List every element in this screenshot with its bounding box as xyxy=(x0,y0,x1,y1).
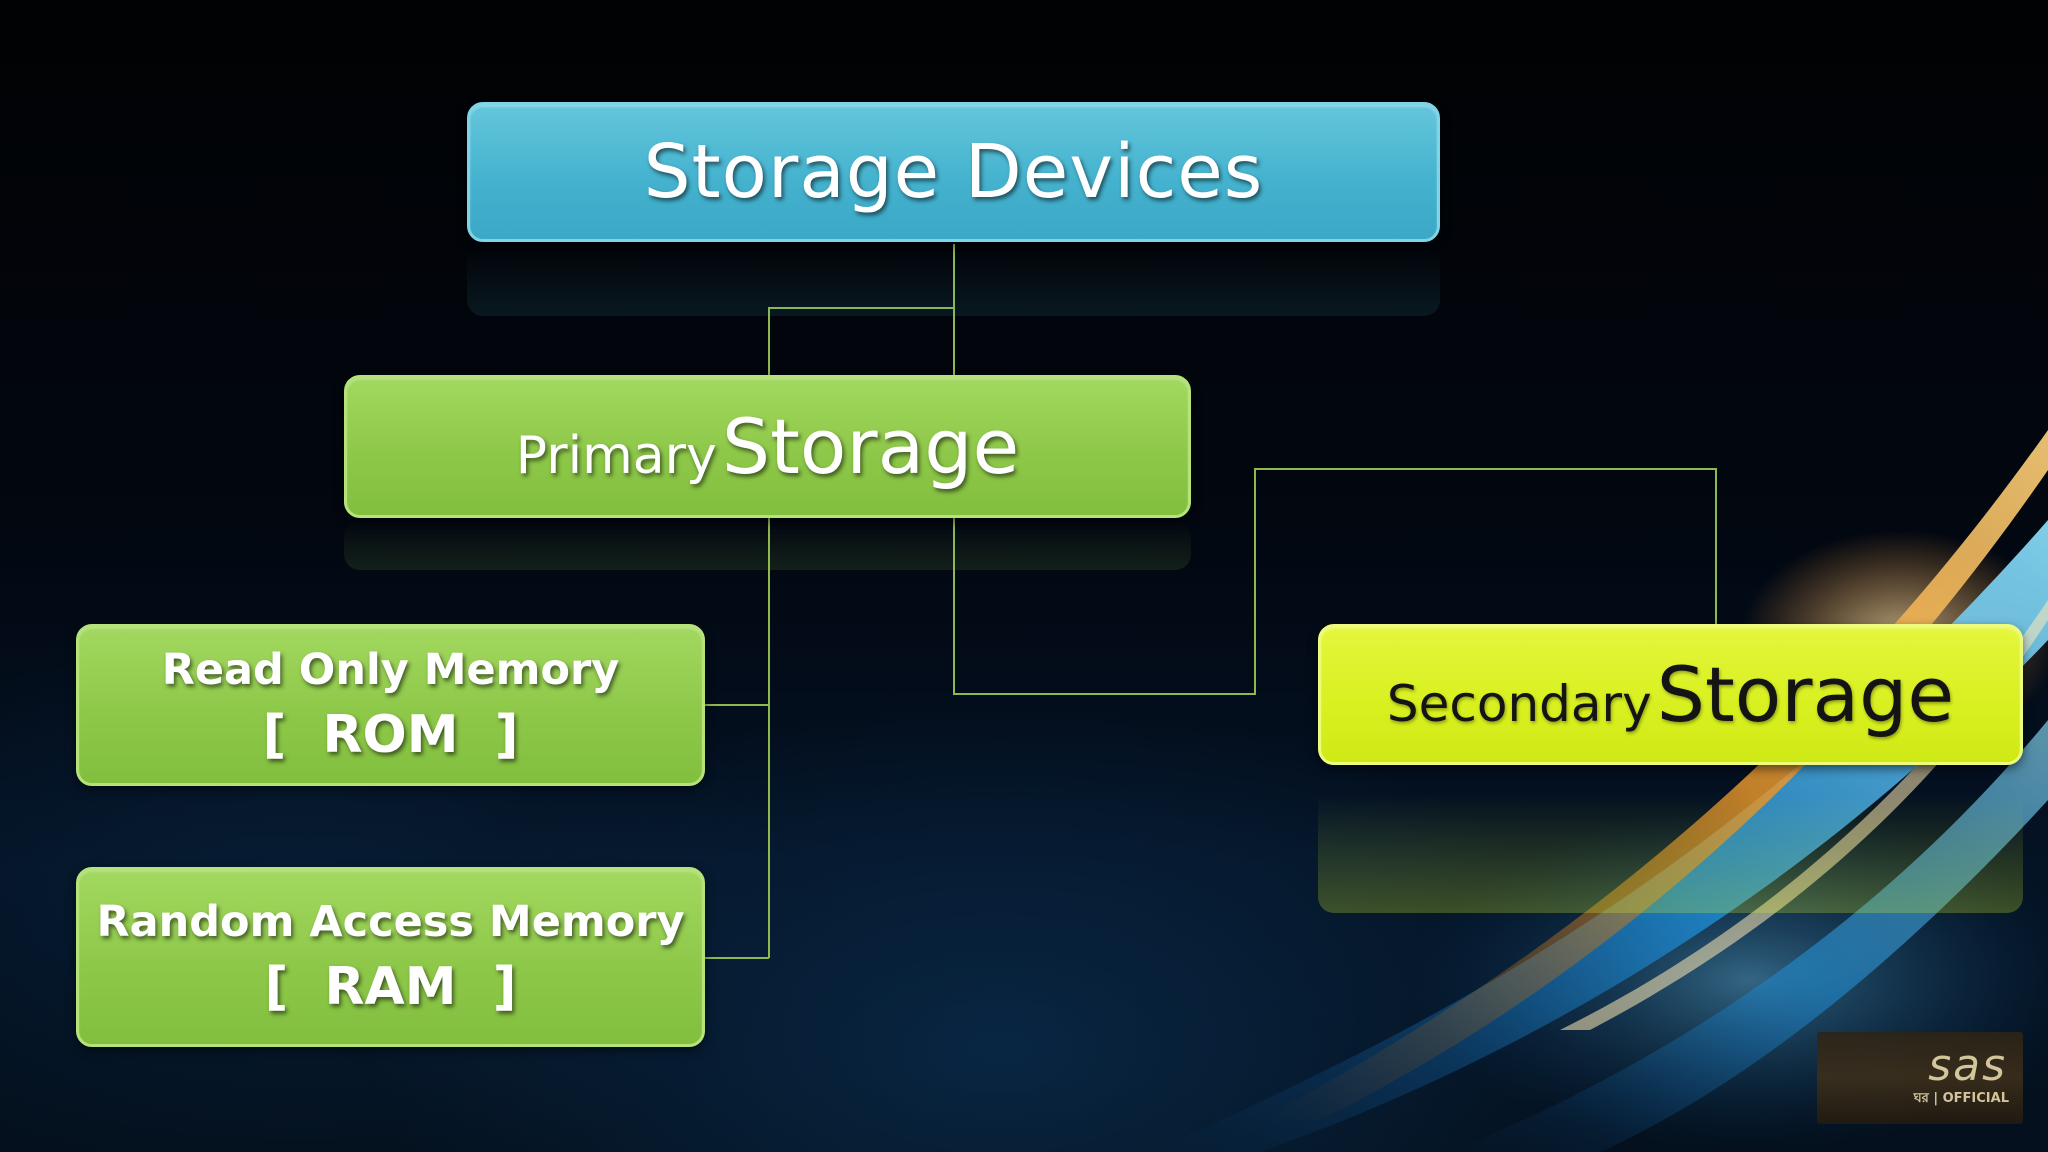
connector-root-to-primary xyxy=(769,244,954,375)
node-storage-devices: Storage Devices xyxy=(467,102,1440,242)
primary-word: Primary xyxy=(516,426,717,486)
brand-logo-mark: sas xyxy=(1928,1040,2007,1091)
brand-logo: sas ঘর | OFFICIAL xyxy=(1817,1032,2023,1124)
ram-abbreviation: [ RAM ] xyxy=(265,952,517,1022)
brand-logo-subtitle: ঘর | OFFICIAL xyxy=(1914,1089,2009,1110)
node-storage-devices-label: Storage Devices xyxy=(644,129,1264,215)
node-secondary-storage-label: Secondary Storage xyxy=(1387,650,1954,739)
rom-full-name: Read Only Memory xyxy=(162,640,619,700)
node-ram: Random Access Memory [ RAM ] xyxy=(76,867,705,1047)
node-primary-storage: Primary Storage xyxy=(344,375,1191,518)
secondary-word: Secondary xyxy=(1387,675,1652,733)
primary-storage-word: Storage xyxy=(722,402,1019,491)
secondary-storage-word: Storage xyxy=(1657,650,1954,739)
node-primary-storage-label: Primary Storage xyxy=(516,402,1019,491)
connector-primary-to-rom xyxy=(705,518,769,958)
ram-full-name: Random Access Memory xyxy=(97,892,685,952)
node-rom: Read Only Memory [ ROM ] xyxy=(76,624,705,786)
rom-abbreviation: [ ROM ] xyxy=(263,700,519,770)
node-secondary-storage: Secondary Storage xyxy=(1318,624,2023,765)
